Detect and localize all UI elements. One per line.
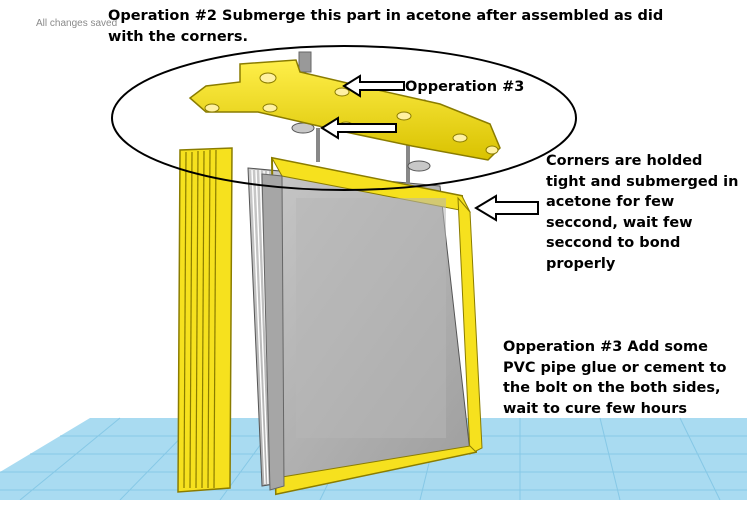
arrow-left-icon bbox=[474, 194, 539, 222]
arrow-icons bbox=[320, 74, 539, 222]
arrow-left-icon bbox=[342, 74, 405, 98]
panel-stack-part bbox=[247, 156, 483, 496]
top-clamp-plate bbox=[188, 59, 501, 161]
highlight-ellipse bbox=[111, 45, 577, 191]
operation-3-note: Opperation #3 Add some PVC pipe glue or … bbox=[503, 339, 727, 417]
operation-2-note: Operation #2 Submerge this part in aceto… bbox=[108, 8, 664, 45]
save-status: All changes saved bbox=[36, 18, 118, 29]
side-frame-part bbox=[177, 147, 233, 493]
arrow-left-icon bbox=[320, 116, 397, 140]
corners-note: Corners are holded tight and submerged i… bbox=[546, 153, 739, 272]
operation-3-label: Opperation #3 bbox=[405, 79, 525, 95]
